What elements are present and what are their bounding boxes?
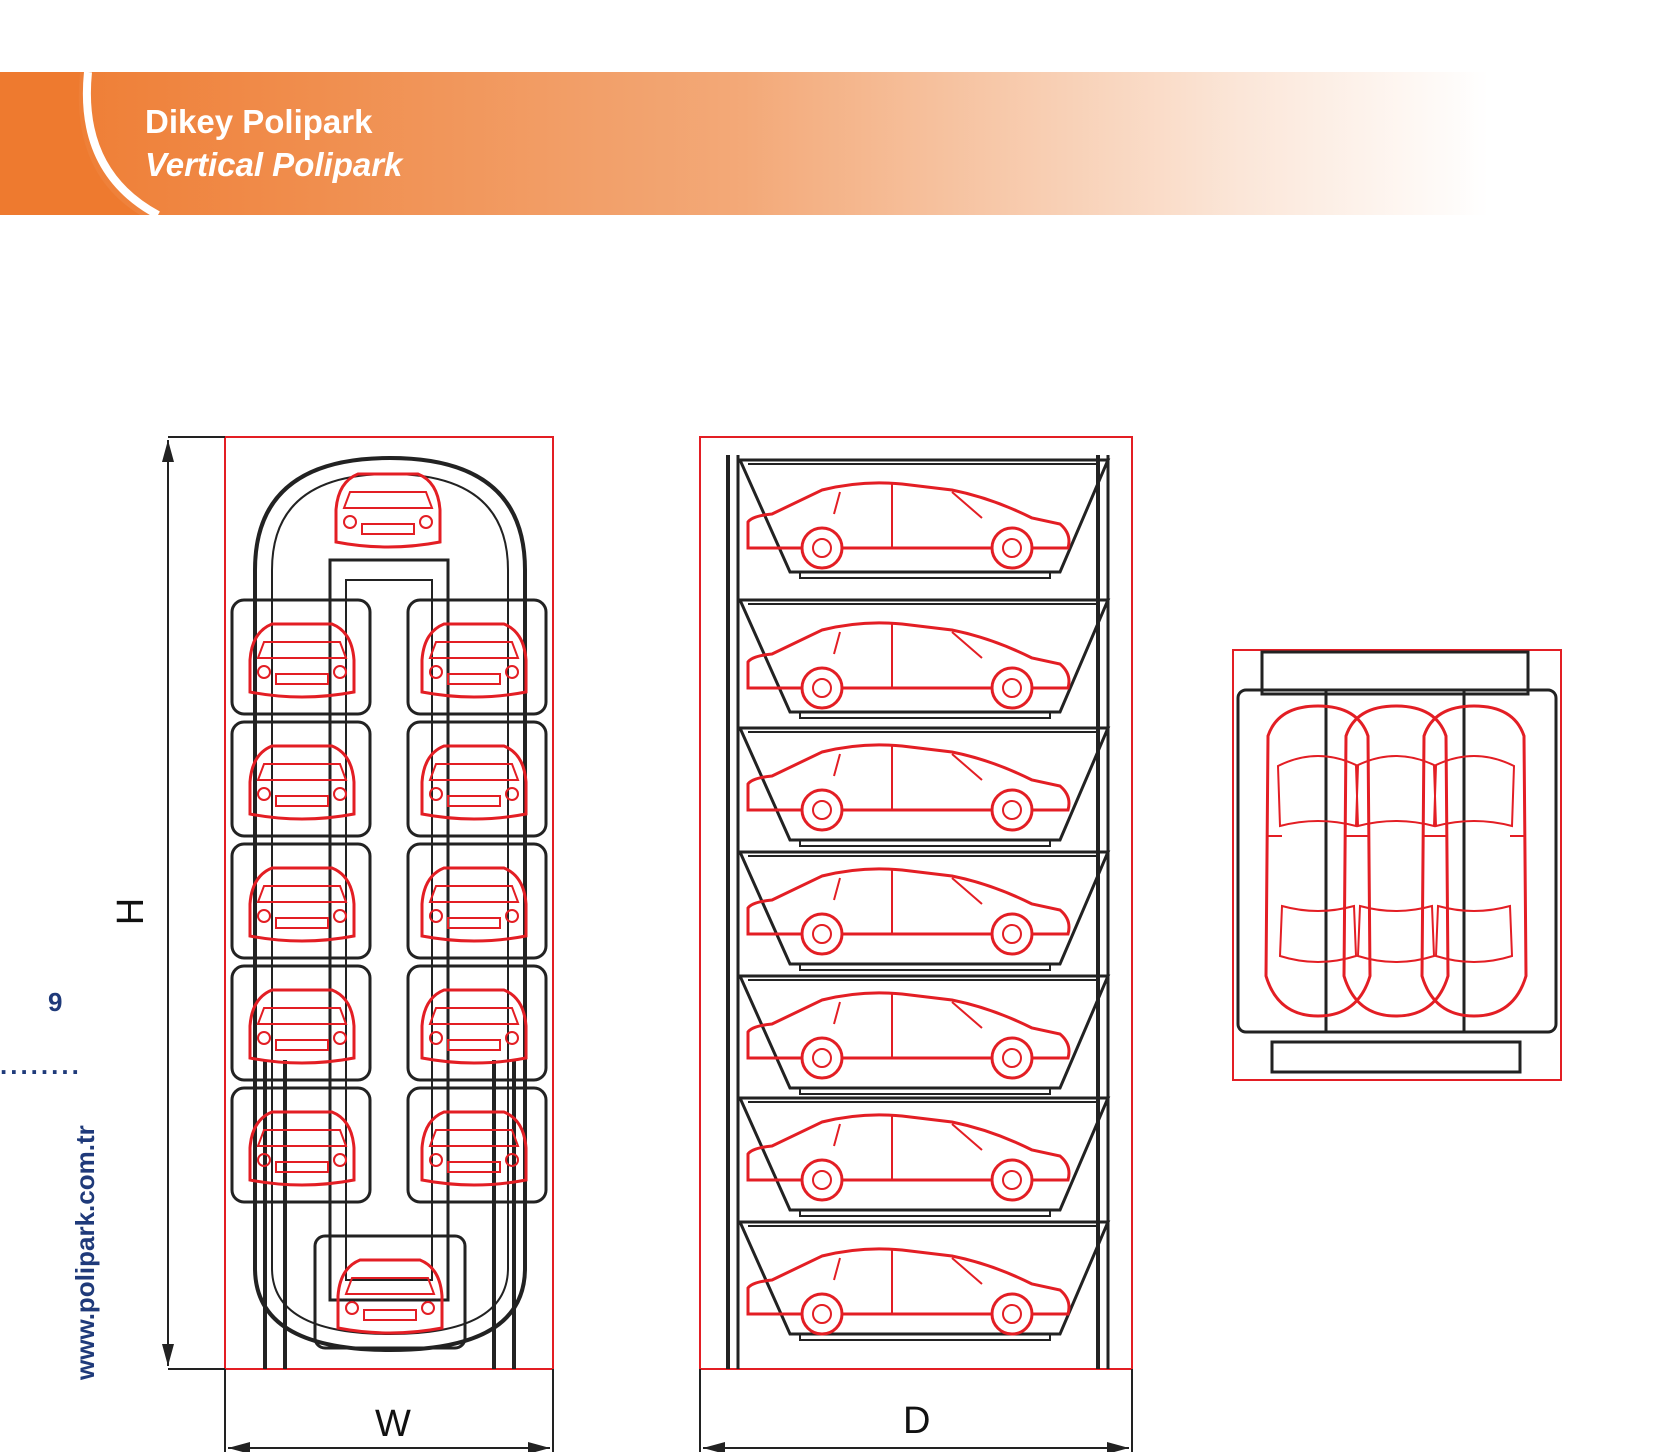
- height-dimension-label: H: [110, 897, 153, 926]
- title-turkish: Dikey Polipark: [145, 103, 373, 140]
- top-view-drawing: [1232, 649, 1562, 1081]
- header-title: Dikey Polipark Vertical Polipark: [145, 100, 402, 186]
- header-band: [0, 72, 1654, 215]
- width-dimension-label: W: [375, 1403, 411, 1445]
- front-view-drawing: [162, 436, 554, 1452]
- side-view-drawing: [699, 436, 1133, 1452]
- title-english: Vertical Polipark: [145, 146, 403, 183]
- dot-separator: ........: [0, 1050, 82, 1080]
- depth-dimension-label: D: [903, 1400, 931, 1442]
- page-number: 9: [48, 987, 63, 1017]
